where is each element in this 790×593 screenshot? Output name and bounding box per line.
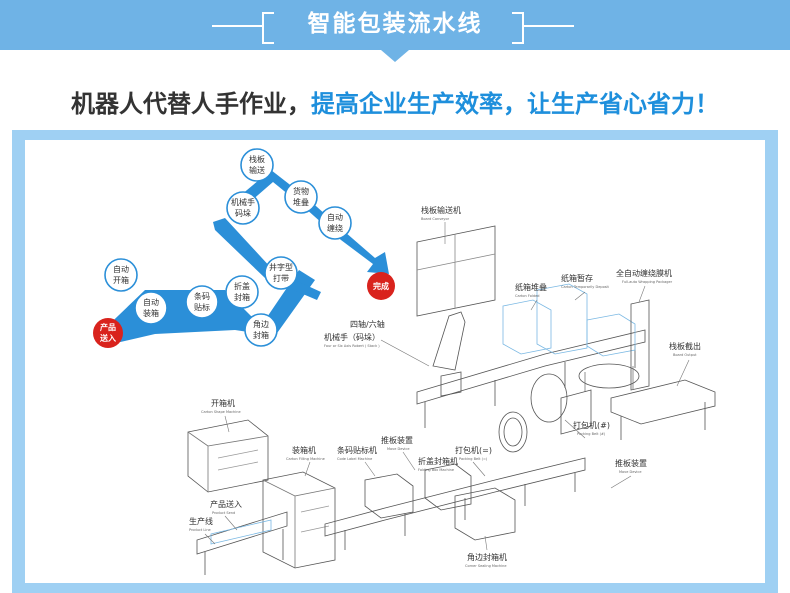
flow-start-line2: 送入: [99, 333, 116, 343]
banner-notch: [381, 50, 409, 62]
label-move-device-2: 推板装置: [615, 458, 647, 468]
flow-step-line1: 条码: [194, 291, 210, 301]
label-robot-en: Four or Six Axis Robert ( Stack ): [324, 344, 380, 348]
label-code-label-en: Code Label Machine: [337, 457, 372, 461]
flow-step-line2: 输送: [249, 165, 265, 175]
leader-lines: [204, 222, 690, 551]
flow-step-line1: 井字型: [269, 262, 293, 272]
label-carton-shape: 开箱机: [211, 398, 235, 408]
flow-step-line1: 自动: [143, 297, 159, 307]
label-board-output-en: Board Output: [673, 353, 697, 357]
diagram-canvas: 产品 送入 完成 自动 开箱 自动 装箱 条码 贴标 折盖 封箱 角边 封箱: [25, 140, 765, 583]
flow-step-circle: [226, 191, 260, 225]
label-move-device-2-en: Move Device: [619, 470, 641, 474]
flow-step-line1: 自动: [327, 212, 343, 222]
label-carton-folded: 纸箱堆叠: [515, 282, 547, 292]
label-carton-folded-en: Carton Folded: [515, 294, 539, 298]
title-banner: [0, 0, 790, 50]
flow-step-line1: 角边: [253, 319, 269, 329]
label-packing-hash-en: Packing Belt (#): [577, 432, 606, 436]
slogan: 机器人代替人手作业，提高企业生产效率，让生产省心省力！: [0, 84, 790, 119]
label-corner-sealing: 角边封箱机: [467, 552, 507, 562]
label-packing-hash: 打包机(#): [573, 420, 610, 430]
label-carton-temp: 纸箱暂存: [561, 273, 593, 283]
label-corner-sealing-en: Corner Sealing Machine: [465, 564, 507, 568]
label-board-output: 栈板截出: [669, 341, 701, 351]
label-product-send: 产品送入: [210, 499, 242, 509]
flow-step-line2: 开箱: [113, 275, 129, 285]
label-carton-temp-en: Carton Temporarily Deposit: [561, 285, 609, 289]
flow-step-circle: [134, 291, 168, 325]
label-product-line: 生产线: [189, 516, 213, 526]
flow-step-line2: 缠绕: [327, 223, 343, 233]
label-carton-filling-en: Carton Filling Machine: [286, 457, 325, 461]
label-move-device-1-en: Move Device: [387, 447, 409, 451]
flow-step-circle: [104, 258, 138, 292]
label-packing-eq: 打包机(=): [455, 445, 492, 455]
label-wrapping: 全自动缠绕膜机: [616, 268, 672, 278]
title-bracket-right: [512, 12, 524, 44]
label-carton-shape-en: Carton Shape Machine: [201, 410, 241, 414]
flow-start-circle: [93, 318, 123, 348]
label-product-line-en: Product Line: [189, 528, 211, 532]
flow-step-line1: 栈板: [249, 154, 265, 164]
slogan-part-1: 机器人代替人手作业，: [71, 90, 311, 118]
label-folding-box: 折盖封箱机: [418, 456, 458, 466]
flow-start-line1: 产品: [100, 322, 116, 332]
flow-step-line1: 货物: [293, 186, 309, 196]
flow-step-circle: [240, 148, 274, 182]
machine-labels: 栈板输送机 Board Conveyor 纸箱堆叠 Carton Folded …: [189, 205, 701, 568]
flow-step-line2: 码垛: [235, 208, 251, 218]
label-board-conveyor: 栈板输送机: [421, 205, 461, 215]
flow-step-circle: [318, 206, 352, 240]
line-illustration: 产品 送入 完成 自动 开箱 自动 装箱 条码 贴标 折盖 封箱 角边 封箱: [93, 148, 716, 575]
title-rule-right: [524, 25, 574, 27]
flow-step-line2: 封箱: [253, 330, 269, 340]
flow-step-circle: [225, 275, 259, 309]
label-robot-line2: 机械手（码垛）: [324, 332, 380, 342]
flow-step-line1: 机械手: [231, 197, 255, 207]
title-rule-left: [212, 25, 262, 27]
title-bracket-left: [262, 12, 274, 44]
label-wrapping-en: Full-auto Wrapping Packager: [622, 280, 673, 284]
flow-step-line2: 装箱: [143, 308, 159, 318]
label-code-label: 条码贴标机: [337, 445, 377, 455]
label-product-send-en: Product Send: [212, 511, 235, 515]
flow-step-line1: 自动: [113, 264, 129, 274]
flow-step-line2: 封箱: [234, 292, 250, 302]
label-packing-eq-en: Packing Belt (=): [459, 457, 488, 461]
label-board-conveyor-en: Board Conveyor: [421, 217, 450, 221]
flow-step-line1: 折盖: [234, 281, 250, 291]
flow-step-circle: [284, 180, 318, 214]
label-folding-box-en: Folding Box Machine: [418, 468, 454, 472]
page-title: 智能包装流水线: [307, 11, 483, 37]
label-move-device-1: 推板装置: [381, 435, 413, 445]
flow-step-line2: 堆叠: [293, 197, 309, 207]
flow-step-circle: [185, 285, 219, 319]
flow-end-label: 完成: [373, 281, 389, 291]
flow-step-line2: 贴标: [194, 302, 210, 312]
flow-step-line2: 打带: [273, 273, 289, 283]
flow-step-circle: [264, 256, 298, 290]
label-robot-line1: 四轴/六轴: [350, 319, 385, 329]
flow-step-circle: [244, 313, 278, 347]
flow-end-circle: [367, 272, 395, 300]
slogan-part-2: 提高企业生产效率，让生产省心省力！: [311, 90, 719, 118]
flow-steps: 产品 送入 完成 自动 开箱 自动 装箱 条码 贴标 折盖 封箱 角边 封箱: [93, 148, 395, 348]
label-carton-filling: 装箱机: [292, 445, 316, 455]
